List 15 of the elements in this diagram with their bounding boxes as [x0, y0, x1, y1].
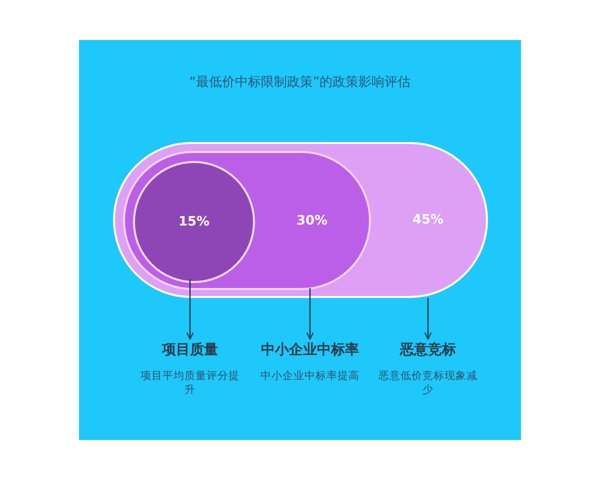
- percent-label: 45%: [412, 212, 444, 228]
- description: 中小企业中标率提高: [260, 369, 360, 383]
- heading: 恶意竞标: [398, 341, 457, 359]
- description: 恶意低价竞标现象减少: [378, 369, 478, 397]
- heading: 项目质量: [160, 341, 219, 359]
- title: “最低价中标限制政策”的政策影响评估: [189, 75, 411, 90]
- percent-label: 15%: [178, 214, 210, 230]
- arrow: [306, 288, 314, 340]
- arrow: [424, 298, 432, 340]
- percent-label: 30%: [296, 213, 328, 228]
- arrow: [186, 279, 194, 340]
- inner-pill: [123, 151, 371, 290]
- circle: [133, 161, 255, 283]
- heading: 中小企业中标率: [260, 341, 360, 359]
- description: 项目平均质量评分提升: [140, 369, 240, 397]
